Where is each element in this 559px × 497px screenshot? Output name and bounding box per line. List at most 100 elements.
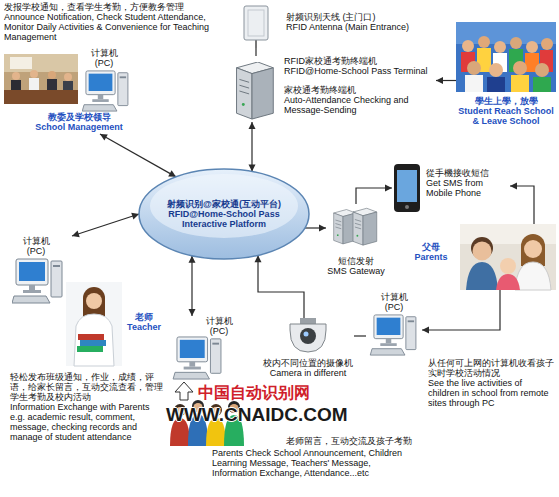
label-group: WWW.CNAIDC.COM: [166, 404, 372, 426]
annotation-text: Information Exchange with Parents e.g. a…: [10, 402, 164, 442]
pc-icon: [173, 337, 221, 379]
arrow-head: [510, 183, 517, 190]
mobile-phone: [394, 164, 420, 212]
arrow-head: [72, 230, 80, 237]
node-label: 短信发射: [326, 256, 386, 266]
connector-line: [72, 214, 139, 236]
sms-server: [353, 208, 377, 245]
arrow-head: [189, 309, 196, 316]
connector-line: [354, 335, 366, 336]
label-group: Parents Check School Announcement, Child…: [212, 448, 416, 478]
component-node: 學生上學，放學Student Reach School & Leave Scho…: [456, 22, 556, 128]
students-photo: [456, 22, 556, 92]
node-label: 學生上學，放學: [456, 96, 556, 106]
pc-icon: [82, 71, 128, 111]
component-node: 计算机 (PC): [172, 316, 236, 380]
connector: [436, 77, 456, 84]
text-column: 射频识别@家校通(互动平台)RFID@Home-School Pass Inte…: [156, 199, 292, 229]
text-column: 射频识别天线 (主门口)RFID Antenna (Main Entrance): [286, 12, 446, 32]
connector: [510, 183, 534, 225]
connector: [255, 255, 305, 318]
node-label: 校内不同位置的摄像机: [262, 358, 354, 368]
node-label: 计算机 (PC): [202, 316, 236, 336]
annotation-text: 老师留言，互动交流及孩子考勤: [286, 436, 486, 446]
annotation-text: Parents Check School Announcement, Child…: [212, 448, 416, 478]
pc-icon: [12, 259, 62, 303]
connector-line: [100, 134, 176, 177]
connector: [249, 122, 256, 172]
text-column: 计算机 (PC): [376, 292, 412, 312]
text-column: RFID家校通考勤终端机RFID@Home-School Pass Termin…: [284, 56, 436, 115]
text-column: 计算机 (PC): [202, 316, 236, 336]
component-node: 计算机 (PC): [366, 292, 422, 356]
connector-line: [255, 48, 256, 56]
label-group: 老师留言，互动交流及孩子考勤: [286, 436, 486, 446]
node-label: Student Reach School & Leave School: [456, 106, 556, 126]
node-label: 家校通考勤终端机: [284, 85, 436, 95]
node-label: RFID@Home-School Pass Terminal: [284, 66, 436, 76]
node-label: RFID@Home-School Pass Interactive Platfo…: [156, 209, 292, 229]
annotation-text: See the live activities of children in s…: [428, 378, 556, 408]
connector-line: [258, 255, 304, 318]
component-node: 校内不同位置的摄像机Camera in different: [262, 318, 354, 380]
parents-photo: [460, 224, 556, 290]
node-label: 计算机 (PC): [84, 48, 124, 68]
meeting-photo: [4, 54, 78, 104]
pc-icon: [370, 315, 416, 355]
node-label: 父母: [406, 242, 456, 252]
connector-line: [251, 122, 252, 172]
text-column: 短信发射SMS Gateway: [326, 256, 386, 276]
camera-icon: [290, 318, 326, 352]
label-group: 从任何可上网的计算机收看孩子实时学校活动情况See the live activ…: [428, 358, 556, 408]
label-group: 中国自动识别网: [198, 384, 328, 402]
text-column: 從手機接收短信Get SMS from Mobile Phone: [426, 168, 510, 198]
arrow-head: [249, 122, 256, 129]
annotation-text: Announce Notification, Check Student Att…: [4, 12, 236, 42]
component-node: 父母Parents: [404, 224, 556, 290]
annotation-text: 发报学校通知，查看学生考勤，方便教务管理: [4, 2, 236, 12]
text-column: 教委及学校领导School Management: [4, 112, 154, 132]
connector: [356, 185, 392, 205]
connector: [72, 213, 139, 237]
rfid-antenna: [244, 6, 268, 48]
terminal-server: [237, 62, 274, 119]
node-label: 從手機接收短信: [426, 168, 510, 178]
arrow-head: [319, 225, 326, 232]
connector: [422, 290, 500, 334]
component-node: RFID家校通考勤终端机RFID@Home-School Pass Termin…: [226, 56, 436, 122]
node-label: School Management: [4, 122, 154, 132]
component-node: 计算机 (PC) 老师Teacher: [12, 236, 164, 366]
node-label: SMS Gateway: [326, 266, 386, 276]
teacher-photo: [66, 282, 122, 366]
text-column: 學生上學，放學Student Reach School & Leave Scho…: [456, 96, 556, 126]
connector: [256, 48, 257, 56]
node-label: 射频识别@家校通(互动平台): [156, 199, 292, 209]
connector: [305, 225, 326, 232]
arrow-head: [385, 185, 392, 192]
connector-line: [191, 256, 192, 316]
annotation-text: 轻松发布班级通知，作业，成绩，评语，给家长留言，互动交流查看，管理学生考勤及校内…: [10, 372, 164, 402]
node-label: Teacher: [124, 322, 164, 332]
node-label: 老师: [124, 312, 164, 322]
node-label: Parents: [406, 252, 456, 262]
connector: [354, 336, 366, 337]
connector-line: [510, 186, 534, 224]
component-node: 计算机 (PC) 教委及学校领导School Management: [4, 48, 154, 134]
text-column: 校内不同位置的摄像机Camera in different: [262, 358, 354, 378]
node-label: 教委及学校领导: [4, 112, 154, 122]
node-label: Get SMS from Mobile Phone: [426, 178, 510, 198]
text-column: 老师Teacher: [124, 312, 164, 332]
annotation-text: 从任何可上网的计算机收看孩子实时学校活动情况: [428, 358, 556, 378]
connector-line: [422, 290, 500, 330]
node-label: 计算机 (PC): [376, 292, 412, 312]
text-column: 计算机 (PC): [84, 48, 124, 68]
component-node: 短信发射SMS Gateway: [326, 204, 386, 278]
arrow-head: [422, 327, 429, 334]
label-group: 发报学校通知，查看学生考勤，方便教务管理Announce Notificatio…: [4, 2, 236, 42]
node-label: RFID家校通考勤终端机: [284, 56, 436, 66]
node-label: 计算机 (PC): [18, 236, 54, 256]
arrow-head: [131, 213, 139, 220]
annotation-text: 中国自动识别网: [198, 384, 328, 402]
component-node: 射频识别@家校通(互动平台)RFID@Home-School Pass Inte…: [138, 168, 310, 260]
node-label: 射频识别天线 (主门口): [286, 12, 446, 22]
